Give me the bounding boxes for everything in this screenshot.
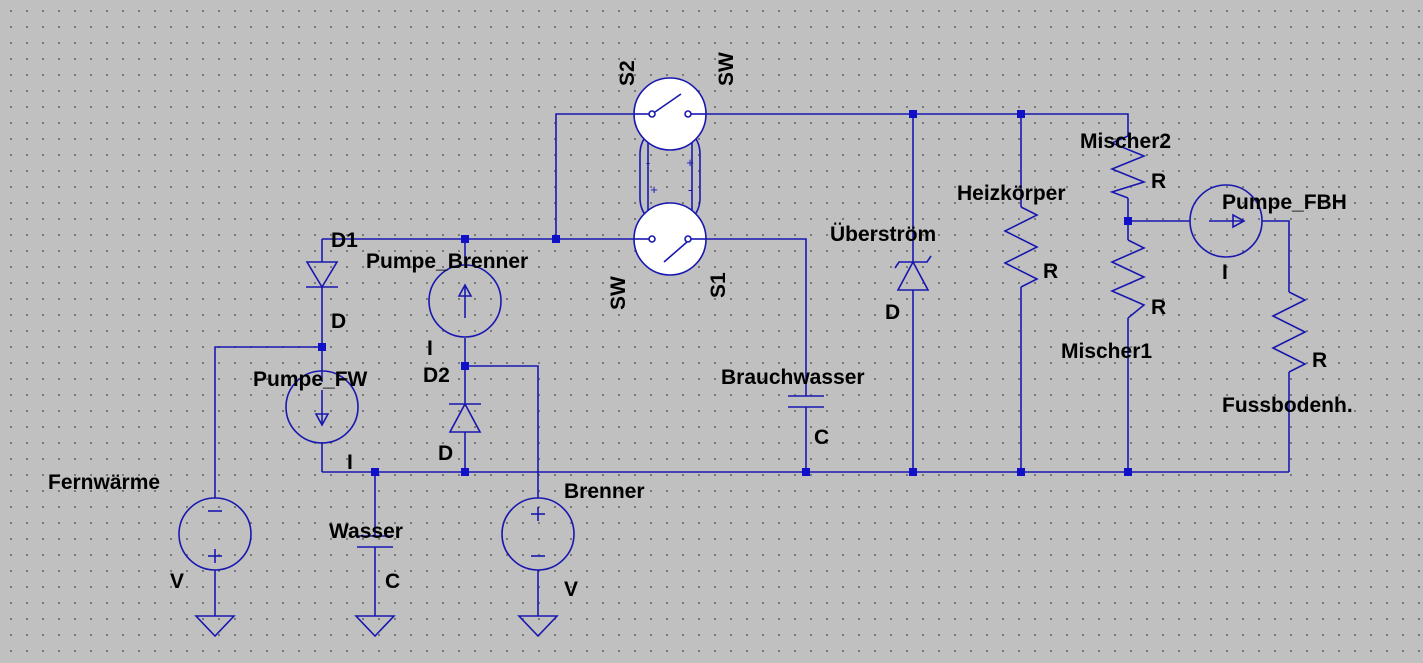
- wire-brenner-source[interactable]: [465, 365, 539, 498]
- mischer1-name-label: Mischer1: [1061, 340, 1152, 363]
- s1-name-label: S1: [707, 272, 730, 298]
- d2-type-label: D: [438, 442, 453, 465]
- ground-icon: [194, 615, 236, 638]
- current-source-pumpe-fw-symbol[interactable]: [285, 370, 359, 444]
- mischer2-name-label: Mischer2: [1080, 130, 1171, 153]
- wasser-name-label: Wasser: [329, 520, 403, 543]
- pumpe-fbh-name-label: Pumpe_FBH: [1222, 191, 1347, 214]
- ueberstroem-name-label: Überström: [830, 223, 936, 246]
- pumpe-brenner-name-label: Pumpe_Brenner: [366, 250, 528, 273]
- junctions: [318, 110, 1132, 476]
- diode-d2-symbol[interactable]: [448, 402, 482, 433]
- wire-pump-fbh-out[interactable]: [1262, 220, 1290, 292]
- pumpe-fw-name-label: Pumpe_FW: [253, 368, 368, 391]
- junction-dot: [909, 468, 917, 476]
- brenner-name-label: Brenner: [564, 480, 645, 503]
- fernwaerme-name-label: Fernwärme: [48, 471, 160, 494]
- pumpe-fbh-type-label: I: [1222, 261, 1228, 284]
- switch-s2-s1-symbol[interactable]: - + + -: [633, 77, 707, 276]
- ueberstroem-type-label: D: [885, 301, 900, 324]
- junction-dot: [802, 468, 810, 476]
- junction-dot: [1017, 468, 1025, 476]
- ground-icon: [354, 615, 396, 638]
- s1-type-label: SW: [607, 276, 630, 310]
- wire-top-rail[interactable]: [706, 113, 1129, 136]
- junction-dot: [1124, 468, 1132, 476]
- fernwaerme-type-label: V: [170, 570, 184, 593]
- fussbodenh-name-label: Fussbodenh.: [1222, 394, 1353, 417]
- junction-dot: [461, 468, 469, 476]
- s2-type-label: SW: [715, 52, 738, 86]
- junction-dot: [909, 110, 917, 118]
- wire-fw-source[interactable]: [214, 346, 322, 498]
- junction-dot: [371, 468, 379, 476]
- junction-dot: [461, 362, 469, 370]
- brauchwasser-name-label: Brauchwasser: [721, 366, 865, 389]
- current-source-pumpe-fbh-symbol[interactable]: [1189, 184, 1263, 258]
- mischer1-type-label: R: [1151, 296, 1166, 319]
- junction-dot: [461, 235, 469, 243]
- brauchwasser-type-label: C: [814, 426, 829, 449]
- brenner-type-label: V: [564, 578, 578, 601]
- s2-name-label: S2: [616, 60, 639, 86]
- d1-type-label: D: [331, 310, 346, 333]
- current-source-pumpe-brenner-symbol[interactable]: [428, 264, 502, 338]
- wire-s1-right[interactable]: [706, 238, 807, 396]
- heizkoerper-name-label: Heizkörper: [957, 182, 1066, 205]
- fussbodenh-type-label: R: [1312, 349, 1327, 372]
- wire-s2-left[interactable]: [555, 113, 634, 239]
- svg-text:-: -: [646, 155, 650, 170]
- svg-text:-: -: [688, 182, 692, 197]
- svg-text:+: +: [650, 182, 658, 197]
- voltage-source-brenner-symbol[interactable]: [501, 497, 575, 571]
- junction-dot: [1017, 110, 1025, 118]
- pumpe-fw-type-label: I: [347, 451, 353, 474]
- junction-dot: [1124, 217, 1132, 225]
- ground-icon: [517, 615, 559, 638]
- junction-dot: [318, 343, 326, 351]
- heizkoerper-type-label: R: [1043, 260, 1058, 283]
- capacitor-wasser-symbol[interactable]: [357, 535, 393, 548]
- junction-dot: [552, 235, 560, 243]
- wasser-type-label: C: [385, 570, 400, 593]
- svg-text:+: +: [686, 155, 694, 170]
- resistor-mischer1-symbol[interactable]: [1110, 239, 1146, 319]
- zener-diode-ueberstroem-symbol[interactable]: [894, 255, 932, 291]
- mischer2-type-label: R: [1151, 170, 1166, 193]
- diode-d1-symbol[interactable]: [305, 261, 339, 289]
- labels: D1 D Pumpe_Brenner I D2 D Pumpe_FW I Fer…: [48, 52, 1353, 601]
- resistor-fussbodenh-symbol[interactable]: [1271, 291, 1307, 373]
- pumpe-brenner-type-label: I: [427, 337, 433, 360]
- capacitor-brauchwasser-symbol[interactable]: [788, 395, 824, 408]
- d2-name-label: D2: [423, 364, 450, 387]
- voltage-source-fernwaerme-symbol[interactable]: [178, 497, 252, 571]
- resistor-heizkoerper-symbol[interactable]: [1003, 206, 1039, 288]
- d1-name-label: D1: [331, 229, 358, 252]
- resistor-mischer2-symbol[interactable]: [1109, 135, 1147, 199]
